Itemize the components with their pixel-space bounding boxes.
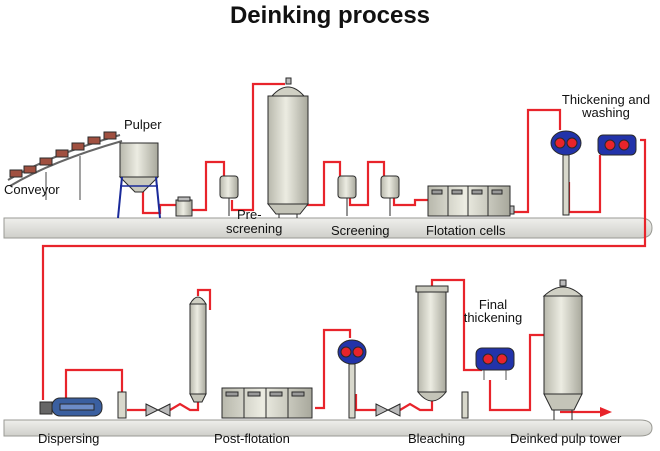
- prescreening-unit: [219, 175, 239, 216]
- label-dispersing: Dispersing: [38, 431, 100, 446]
- thickener-2: [597, 134, 637, 156]
- storage-tower: [266, 77, 310, 218]
- thickener-3: [337, 339, 367, 419]
- pump-tank: [175, 196, 193, 217]
- label-bleaching: Bleaching: [408, 431, 466, 446]
- pump-2: [375, 403, 401, 417]
- label-pulper: Pulper: [124, 117, 162, 132]
- thickener-1: [550, 130, 582, 216]
- label-final-thickening-line1: Final: [478, 297, 508, 312]
- screening-unit-2: [380, 175, 400, 216]
- screening-unit-1: [337, 175, 357, 216]
- pump-1: [145, 403, 171, 417]
- upper-floor: [3, 217, 653, 239]
- flotation-cells: [427, 185, 515, 217]
- conveyor: [7, 131, 123, 200]
- label-prescreening-line1: Pre-: [237, 207, 262, 222]
- outlet-arrow: [600, 407, 612, 417]
- label-post-flotation: Post-flotation: [214, 431, 290, 446]
- label-conveyor: Conveyor: [4, 182, 60, 197]
- deinked-pulp-tower: [542, 279, 584, 420]
- label-thickening-line1: Thickening and: [561, 92, 651, 107]
- lower-floor: [3, 419, 653, 437]
- label-screening: Screening: [331, 223, 390, 238]
- post-flotation-column: [189, 296, 207, 403]
- diagram-title: Deinking process: [229, 2, 431, 29]
- label-final-thickening-line2: thickening: [463, 310, 523, 325]
- pulper: [117, 142, 161, 219]
- final-thickener: [475, 347, 515, 380]
- post-flotation-cells: [221, 387, 313, 419]
- label-thickening-line2: washing: [582, 105, 630, 120]
- bleaching-tower: [415, 285, 469, 419]
- label-prescreening-line2: screening: [226, 221, 283, 236]
- label-deinked-pulp-tower: Deinked pulp tower: [510, 431, 622, 446]
- label-flotation-cells: Flotation cells: [426, 223, 506, 238]
- disperser: [39, 391, 127, 419]
